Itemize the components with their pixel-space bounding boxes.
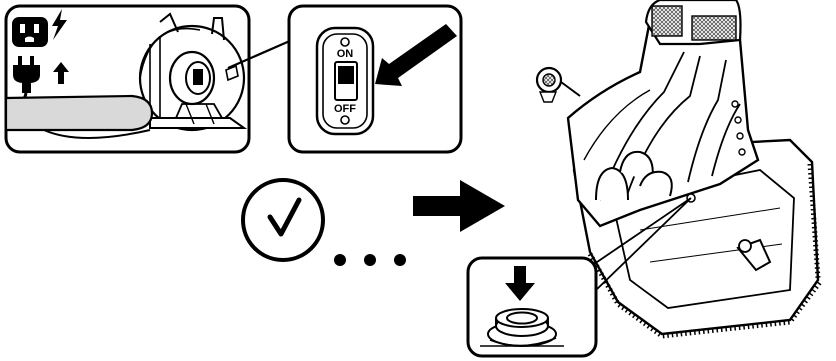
next-arrow-icon bbox=[413, 180, 505, 232]
switch-panel: ON OFF bbox=[289, 6, 461, 152]
air-hose bbox=[6, 96, 152, 130]
valve-detail-panel bbox=[468, 258, 596, 356]
timer-icon bbox=[243, 180, 323, 260]
waiting-dots bbox=[334, 254, 406, 266]
switch-on-label: ON bbox=[337, 48, 354, 60]
blower-panel bbox=[6, 6, 292, 152]
switch-off-label: OFF bbox=[334, 103, 356, 115]
